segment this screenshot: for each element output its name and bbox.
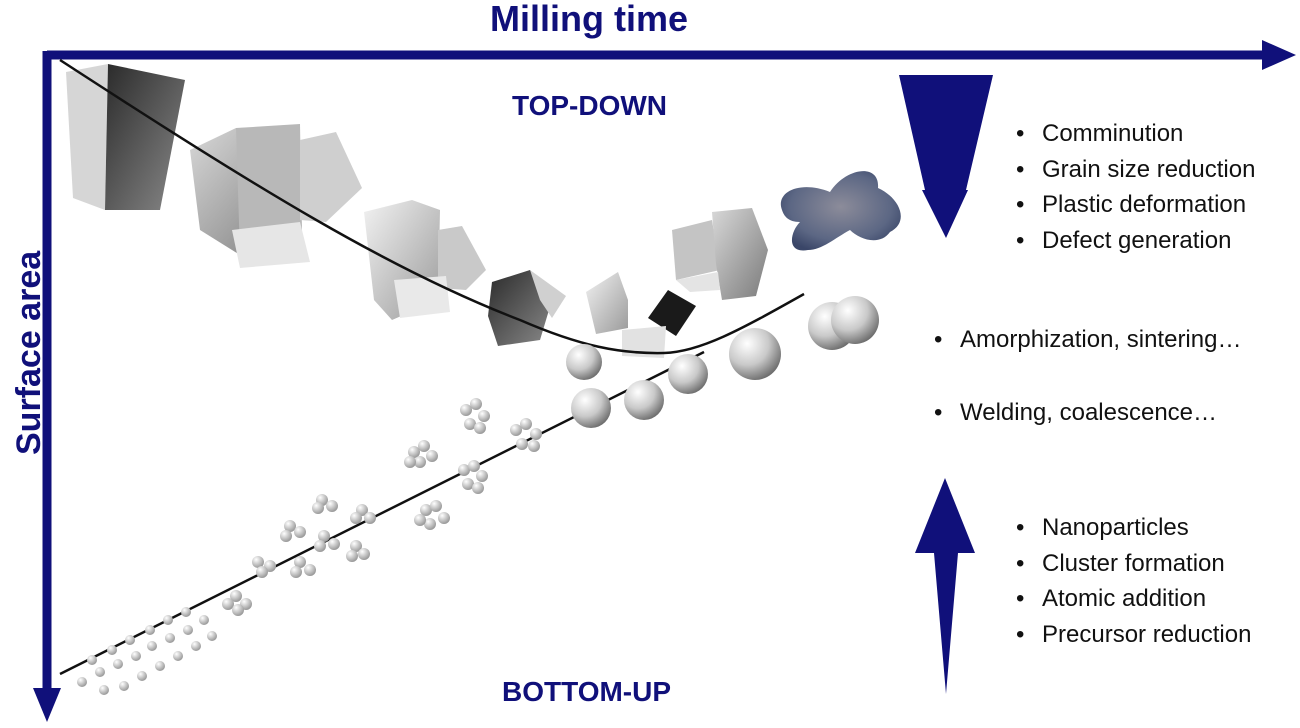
x-axis-title: Milling time	[490, 0, 688, 39]
atom-clusters	[77, 398, 542, 695]
list-item: Amorphization, sintering…	[930, 322, 1241, 357]
list-item: Welding, coalescence…	[930, 395, 1241, 430]
top-down-arrow	[899, 75, 993, 238]
deformed-particle	[780, 171, 901, 251]
x-axis-arrow	[47, 40, 1296, 70]
crystal-cluster-3	[672, 208, 768, 300]
list-item: Comminution	[1012, 116, 1255, 152]
list-item: Precursor reduction	[1012, 617, 1251, 653]
crystal-cluster-2	[364, 200, 486, 320]
bottom-up-process-list: Nanoparticles Cluster formation Atomic a…	[1012, 510, 1251, 652]
list-item: Atomic addition	[1012, 581, 1251, 617]
bottom-up-label: BOTTOM-UP	[502, 676, 672, 707]
list-item: Cluster formation	[1012, 546, 1251, 582]
list-item: Defect generation	[1012, 223, 1255, 259]
bottom-up-arrow	[915, 478, 975, 694]
list-item: Nanoparticles	[1012, 510, 1251, 546]
crystal-small-cubes	[586, 272, 696, 358]
intermediate-process-list: Amorphization, sintering… Welding, coale…	[930, 322, 1241, 468]
top-down-curve	[59, 58, 805, 355]
list-item: Plastic deformation	[1012, 187, 1255, 223]
y-axis-title: Surface area	[10, 250, 48, 455]
top-down-process-list: Comminution Grain size reduction Plastic…	[1012, 116, 1255, 258]
top-down-label: TOP-DOWN	[512, 90, 668, 121]
y-axis-arrow	[33, 51, 61, 722]
list-item: Grain size reduction	[1012, 152, 1255, 188]
sphere-group	[566, 296, 879, 428]
crystal-large	[66, 64, 185, 210]
